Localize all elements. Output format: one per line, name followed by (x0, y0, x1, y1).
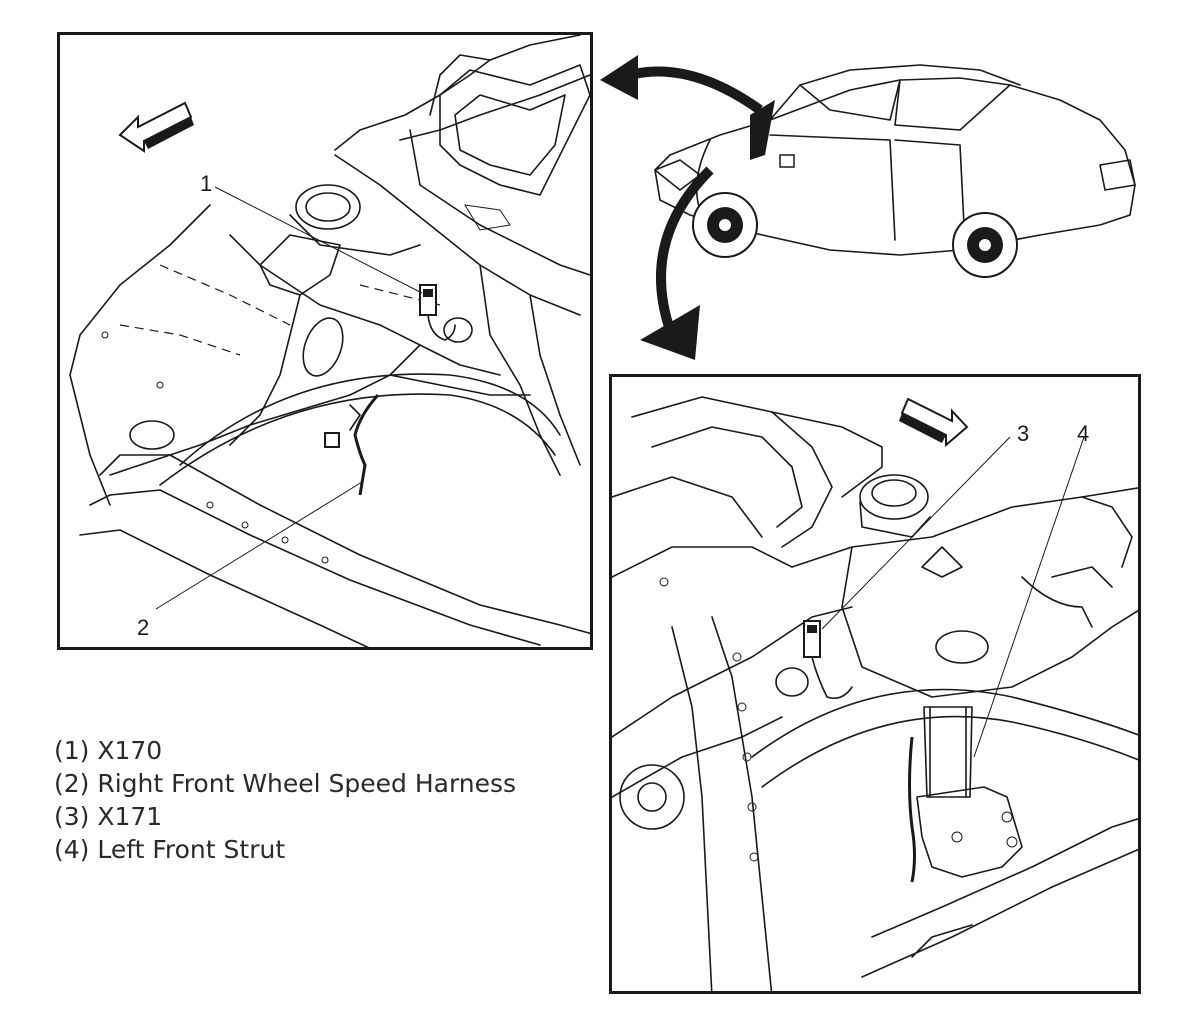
curved-arrow-down-icon (640, 166, 714, 360)
callout-1: 1 (200, 171, 212, 196)
right-wheelhouse-drawing: 1 2 (69, 35, 590, 647)
legend-item-x171: (3) X171 (54, 802, 163, 831)
left-front-strut (908, 706, 1023, 883)
legend-item-left-front-strut: (4) Left Front Strut (54, 835, 286, 864)
front-wheel (692, 192, 758, 258)
callout-2: 2 (137, 615, 149, 640)
curved-arrow-up-left-icon (600, 55, 763, 115)
x171-connector (775, 620, 853, 700)
arrow-left-icon (118, 101, 194, 153)
vehicle-overview (600, 40, 1160, 380)
callout-4: 4 (1077, 421, 1089, 446)
rear-wheel (952, 212, 1018, 278)
legend-item-x170: (1) X170 (54, 736, 163, 765)
sedan-illustration (600, 55, 1136, 360)
legend-item-wheel-speed-harness: (2) Right Front Wheel Speed Harness (54, 769, 517, 798)
wheel-speed-harness (324, 393, 380, 496)
left-wheelhouse-drawing: 3 4 (612, 396, 1138, 991)
right-side-detail-panel: 1 2 (57, 32, 593, 650)
legend: (1) X170 (2) Right Front Wheel Speed Har… (54, 734, 516, 866)
x170-connector (419, 284, 473, 343)
callout-3: 3 (1017, 421, 1029, 446)
left-side-detail-panel: 3 4 (609, 374, 1141, 994)
arrow-right-icon (899, 397, 969, 448)
